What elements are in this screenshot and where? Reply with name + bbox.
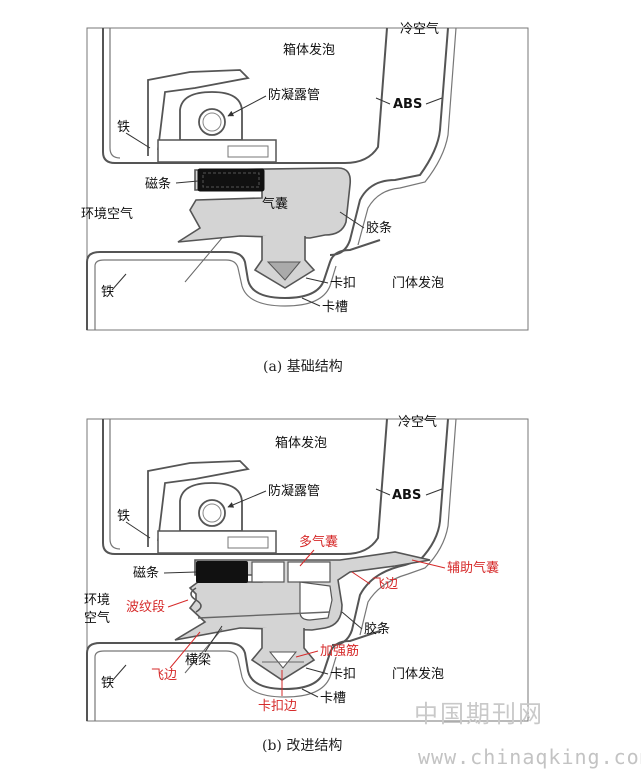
label-magnet-strip-b: 磁条 (133, 565, 159, 581)
label-flap-left: 飞边 (151, 668, 177, 683)
label-aux-airbag: 辅助气囊 (447, 560, 499, 576)
label-cold-air: 冷空气 (400, 21, 439, 37)
label-groove: 卡槽 (322, 300, 348, 315)
label-gasket: 胶条 (366, 220, 392, 236)
label-reinforcing-rib: 加强筋 (320, 643, 359, 659)
label-ambient-air-2: 空气 (84, 610, 110, 626)
watermark-url: www.chinaqking.com (418, 745, 641, 769)
panel-a-frame (86, 27, 529, 331)
crossbeam (197, 611, 331, 619)
label-iron-top-b: 铁 (117, 509, 130, 524)
label-door-foam-b: 门体发泡 (392, 666, 444, 682)
panel-b: 冷空气 箱体发泡 防凝露管 ABS 铁 多气囊 辅助气囊 磁条 飞边 环境 空气… (84, 414, 529, 754)
label-flap-right: 飞边 (372, 577, 398, 592)
label-gasket-b: 胶条 (364, 621, 390, 637)
pipe-seat-slot (227, 145, 269, 158)
magnet-strip-b (196, 561, 248, 583)
label-ambient-air-1: 环境 (84, 593, 110, 608)
label-anti-condensation-pipe: 防凝露管 (268, 87, 320, 103)
cabinet-liner (102, 27, 388, 164)
label-crossbeam: 横梁 (185, 653, 211, 668)
label-groove-b: 卡槽 (320, 691, 346, 706)
door-liner-groove-b (86, 630, 381, 721)
label-anti-condensation-pipe-b: 防凝露管 (268, 483, 320, 499)
label-wave-section: 波纹段 (126, 600, 165, 615)
label-abs-b: ABS (392, 488, 421, 503)
label-box-foam: 箱体发泡 (283, 42, 335, 58)
panel-a: 冷空气 箱体发泡 防凝露管 ABS 铁 磁条 气囊 环境空气 胶条 卡扣 门体发… (81, 21, 529, 375)
label-ambient-air: 环境空气 (81, 206, 133, 222)
label-box-foam-b: 箱体发泡 (275, 435, 327, 451)
cabinet-liner-inner (109, 28, 121, 159)
caption-a: (a) 基础结构 (263, 358, 343, 375)
wave-section (190, 587, 202, 613)
label-clip-edge: 卡扣边 (258, 699, 297, 714)
label-cold-air-b: 冷空气 (398, 414, 437, 430)
iron-flange-b (147, 460, 250, 547)
label-clip: 卡扣 (330, 276, 356, 291)
label-iron-top: 铁 (117, 120, 130, 135)
label-iron-bottom-b: 铁 (101, 676, 114, 691)
magnet-strip (197, 168, 265, 192)
label-clip-b: 卡扣 (330, 667, 356, 682)
label-iron-bottom: 铁 (101, 285, 114, 300)
label-multi-airbag: 多气囊 (299, 534, 338, 550)
label-abs: ABS (393, 97, 422, 112)
air-chamber-1 (251, 561, 285, 583)
main-airbag-b (299, 581, 333, 621)
label-airbag: 气囊 (262, 196, 288, 212)
anti-condensation-pipe-b (179, 482, 243, 532)
door-shell-right-b (331, 418, 449, 646)
panel-b-frame (86, 418, 529, 722)
anti-condensation-pipe (179, 91, 243, 141)
label-magnet-strip: 磁条 (145, 176, 171, 192)
cabinet-liner-b (102, 418, 388, 555)
door-shell-right-inner (357, 27, 457, 246)
label-door-foam: 门体发泡 (392, 275, 444, 291)
caption-b: (b) 改进结构 (262, 738, 342, 754)
iron-flange (147, 69, 250, 156)
door-liner-groove (86, 239, 381, 330)
watermark-cn: 中国期刊网 (414, 700, 544, 728)
air-chamber-2 (287, 561, 331, 583)
